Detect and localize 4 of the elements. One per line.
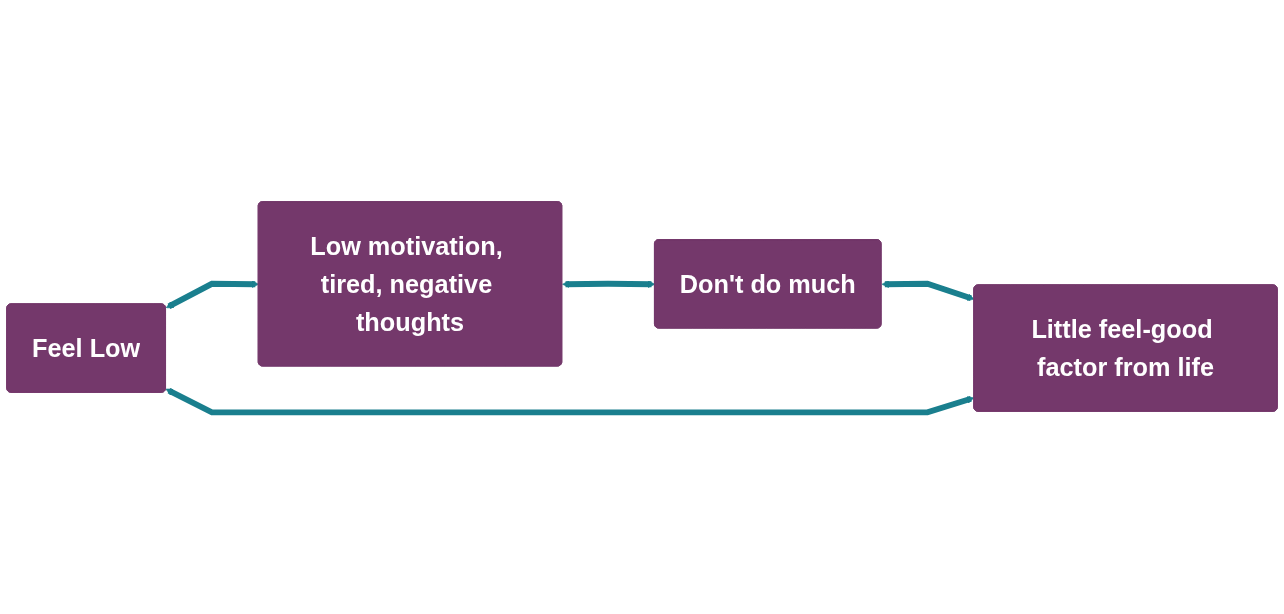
arrow (165, 280, 259, 309)
arrow (562, 280, 656, 288)
arrow (165, 387, 975, 416)
arrow (881, 280, 975, 302)
